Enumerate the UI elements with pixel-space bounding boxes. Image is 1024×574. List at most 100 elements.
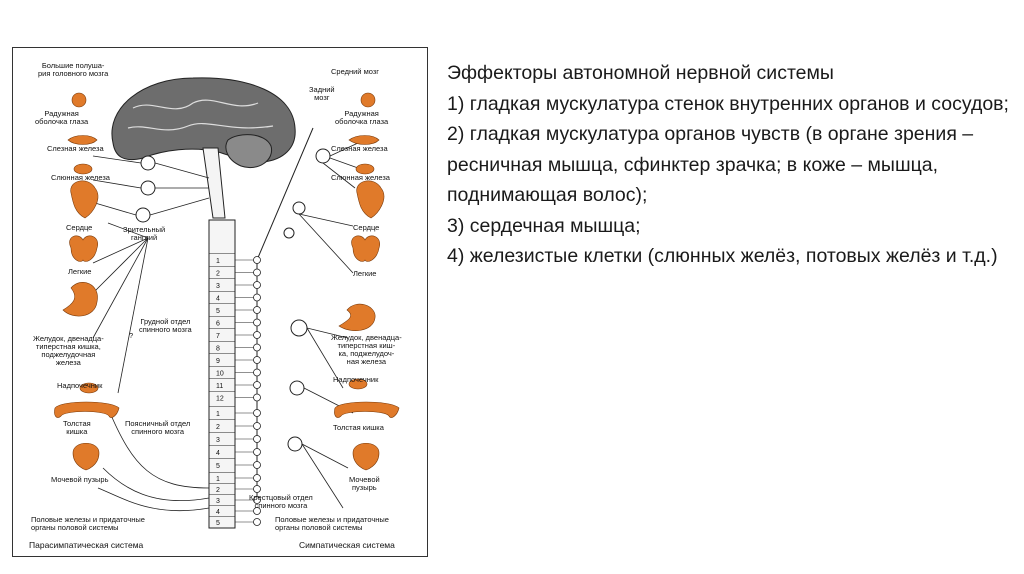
label-right-genitals: Половые железы и придаточные органы поло… bbox=[275, 515, 389, 532]
left-ganglia bbox=[135, 155, 156, 223]
footer-parasympathetic: Парасимпатическая система bbox=[29, 540, 144, 550]
right-colon bbox=[334, 401, 400, 418]
segment-number: 8 bbox=[216, 346, 220, 353]
chain-ganglion bbox=[253, 356, 261, 364]
label-left-lungs: Легкие bbox=[68, 267, 92, 276]
label-question: ? bbox=[129, 331, 134, 340]
cerebellum-shape bbox=[225, 134, 273, 168]
label-left-lacrimal: Слезная железа bbox=[47, 144, 104, 153]
chain-ganglion bbox=[253, 496, 261, 504]
item-3: 3) сердечная мышца; bbox=[447, 214, 641, 237]
item-4: 4) железистые клетки (слюнных желёз, пот… bbox=[447, 245, 998, 267]
segment-number: 6 bbox=[216, 321, 220, 328]
chain-ganglion bbox=[253, 293, 261, 302]
left-lacrimal bbox=[67, 135, 98, 145]
segment-number: 3 bbox=[216, 498, 220, 505]
label-left-stomach: Желудок, двенадца- типерстная кишка, под… bbox=[33, 334, 104, 367]
brainstem-shape bbox=[202, 147, 226, 219]
segment-number: 4 bbox=[216, 509, 220, 516]
right-adrenal bbox=[348, 378, 368, 390]
chain-ganglion bbox=[253, 435, 261, 443]
segment-number: 10 bbox=[216, 371, 224, 378]
label-right-lacrimal: Слезная железа bbox=[331, 144, 388, 153]
right-iris bbox=[360, 92, 376, 108]
label-left-genitals: Половые железы и придаточные органы поло… bbox=[31, 515, 145, 532]
segment-number: 1 bbox=[216, 411, 220, 418]
label-hindbrain: Задний мозг bbox=[309, 85, 335, 102]
chain-ganglion bbox=[253, 448, 261, 456]
spinal-cord bbox=[208, 219, 236, 529]
right-bladder bbox=[352, 442, 380, 471]
segment-number: 4 bbox=[216, 296, 220, 303]
label-midbrain: Средний мозг bbox=[331, 67, 379, 76]
chain-ganglion bbox=[253, 268, 261, 277]
segment-number: 12 bbox=[216, 396, 224, 403]
left-stomach bbox=[62, 282, 98, 317]
segment-number: 2 bbox=[216, 487, 220, 494]
label-optic-ganglion: Зрительный ганглий bbox=[123, 225, 166, 242]
label-right-stomach: Желудок, двенадца- типерстная киш- ка, п… bbox=[331, 333, 402, 366]
label-thoracic: Грудной отдел спинного мозга bbox=[139, 317, 192, 334]
segment-number: 4 bbox=[216, 450, 220, 457]
left-bladder bbox=[72, 442, 100, 471]
chain-ganglion bbox=[253, 393, 261, 402]
chain-ganglion bbox=[253, 368, 261, 377]
label-right-heart: Сердце bbox=[353, 223, 380, 232]
right-lacrimal bbox=[348, 135, 380, 145]
segment-number: 2 bbox=[216, 271, 220, 278]
chain-ganglion bbox=[253, 507, 261, 515]
right-lungs bbox=[351, 235, 381, 262]
chain-ganglion bbox=[253, 461, 261, 469]
right-stomach bbox=[338, 303, 376, 331]
label-right-adrenal: Надпочечник bbox=[333, 375, 379, 384]
footer-sympathetic: Симпатическая система bbox=[299, 540, 395, 550]
segment-number: 5 bbox=[216, 520, 220, 527]
chain-ganglion bbox=[253, 422, 261, 430]
chain-ganglion bbox=[253, 331, 261, 339]
segment-number: 9 bbox=[216, 358, 220, 365]
label-left-colon: Толстая кишка bbox=[63, 419, 91, 436]
left-adrenal bbox=[79, 382, 99, 394]
label-right-colon: Толстая кишка bbox=[333, 423, 384, 432]
label-right-lungs: Легкие bbox=[353, 269, 377, 278]
label-hemispheres: Большие полуша- рия головного мозга bbox=[38, 61, 109, 78]
parasympathetic-nerves bbox=[82, 155, 210, 512]
segment-number: 1 bbox=[216, 476, 220, 483]
left-lungs bbox=[69, 235, 99, 262]
chain-ganglion bbox=[253, 281, 261, 289]
label-right-bladder: Мочевой пузырь bbox=[349, 475, 380, 492]
label-lumbar: Поясничный отдел спинного мозга bbox=[125, 419, 191, 436]
segment-number: 2 bbox=[216, 424, 220, 431]
segment-number: 1 bbox=[216, 258, 220, 265]
left-organs bbox=[54, 92, 120, 471]
left-salivary bbox=[73, 163, 93, 175]
item-1: 1) гладкая мускулатура стенок внутренних… bbox=[447, 92, 1009, 115]
chain-ganglion bbox=[253, 306, 261, 314]
chain-ganglion bbox=[253, 256, 261, 264]
left-iris bbox=[71, 92, 87, 108]
chain-ganglion bbox=[253, 485, 261, 493]
item-2: 2) гладкая мускулатура органов чувств (в… bbox=[447, 123, 974, 206]
label-left-adrenal: Надпочечник bbox=[57, 381, 103, 390]
chain-ganglion bbox=[253, 381, 261, 389]
chain-ganglion bbox=[253, 518, 261, 526]
description-text: Эффекторы автономной нервной системы 1) … bbox=[447, 58, 1012, 272]
label-left-heart: Сердце bbox=[66, 223, 93, 232]
segment-number: 3 bbox=[216, 437, 220, 444]
segment-number: 3 bbox=[216, 283, 220, 290]
title: Эффекторы автономной нервной системы bbox=[447, 62, 834, 84]
right-heart bbox=[356, 180, 385, 219]
chain-ganglion bbox=[253, 409, 261, 417]
label-left-salivary: Слюнная железа bbox=[51, 173, 110, 182]
segment-number: 11 bbox=[216, 383, 223, 390]
left-colon bbox=[54, 401, 120, 418]
sympathetic-nerves bbox=[298, 142, 359, 509]
label-right-iris: Радужная оболочка глаза bbox=[335, 109, 389, 126]
chain-ganglion bbox=[253, 318, 261, 327]
segment-number: 7 bbox=[216, 333, 220, 340]
chain-ganglion bbox=[253, 474, 261, 482]
right-ganglia bbox=[283, 148, 331, 452]
